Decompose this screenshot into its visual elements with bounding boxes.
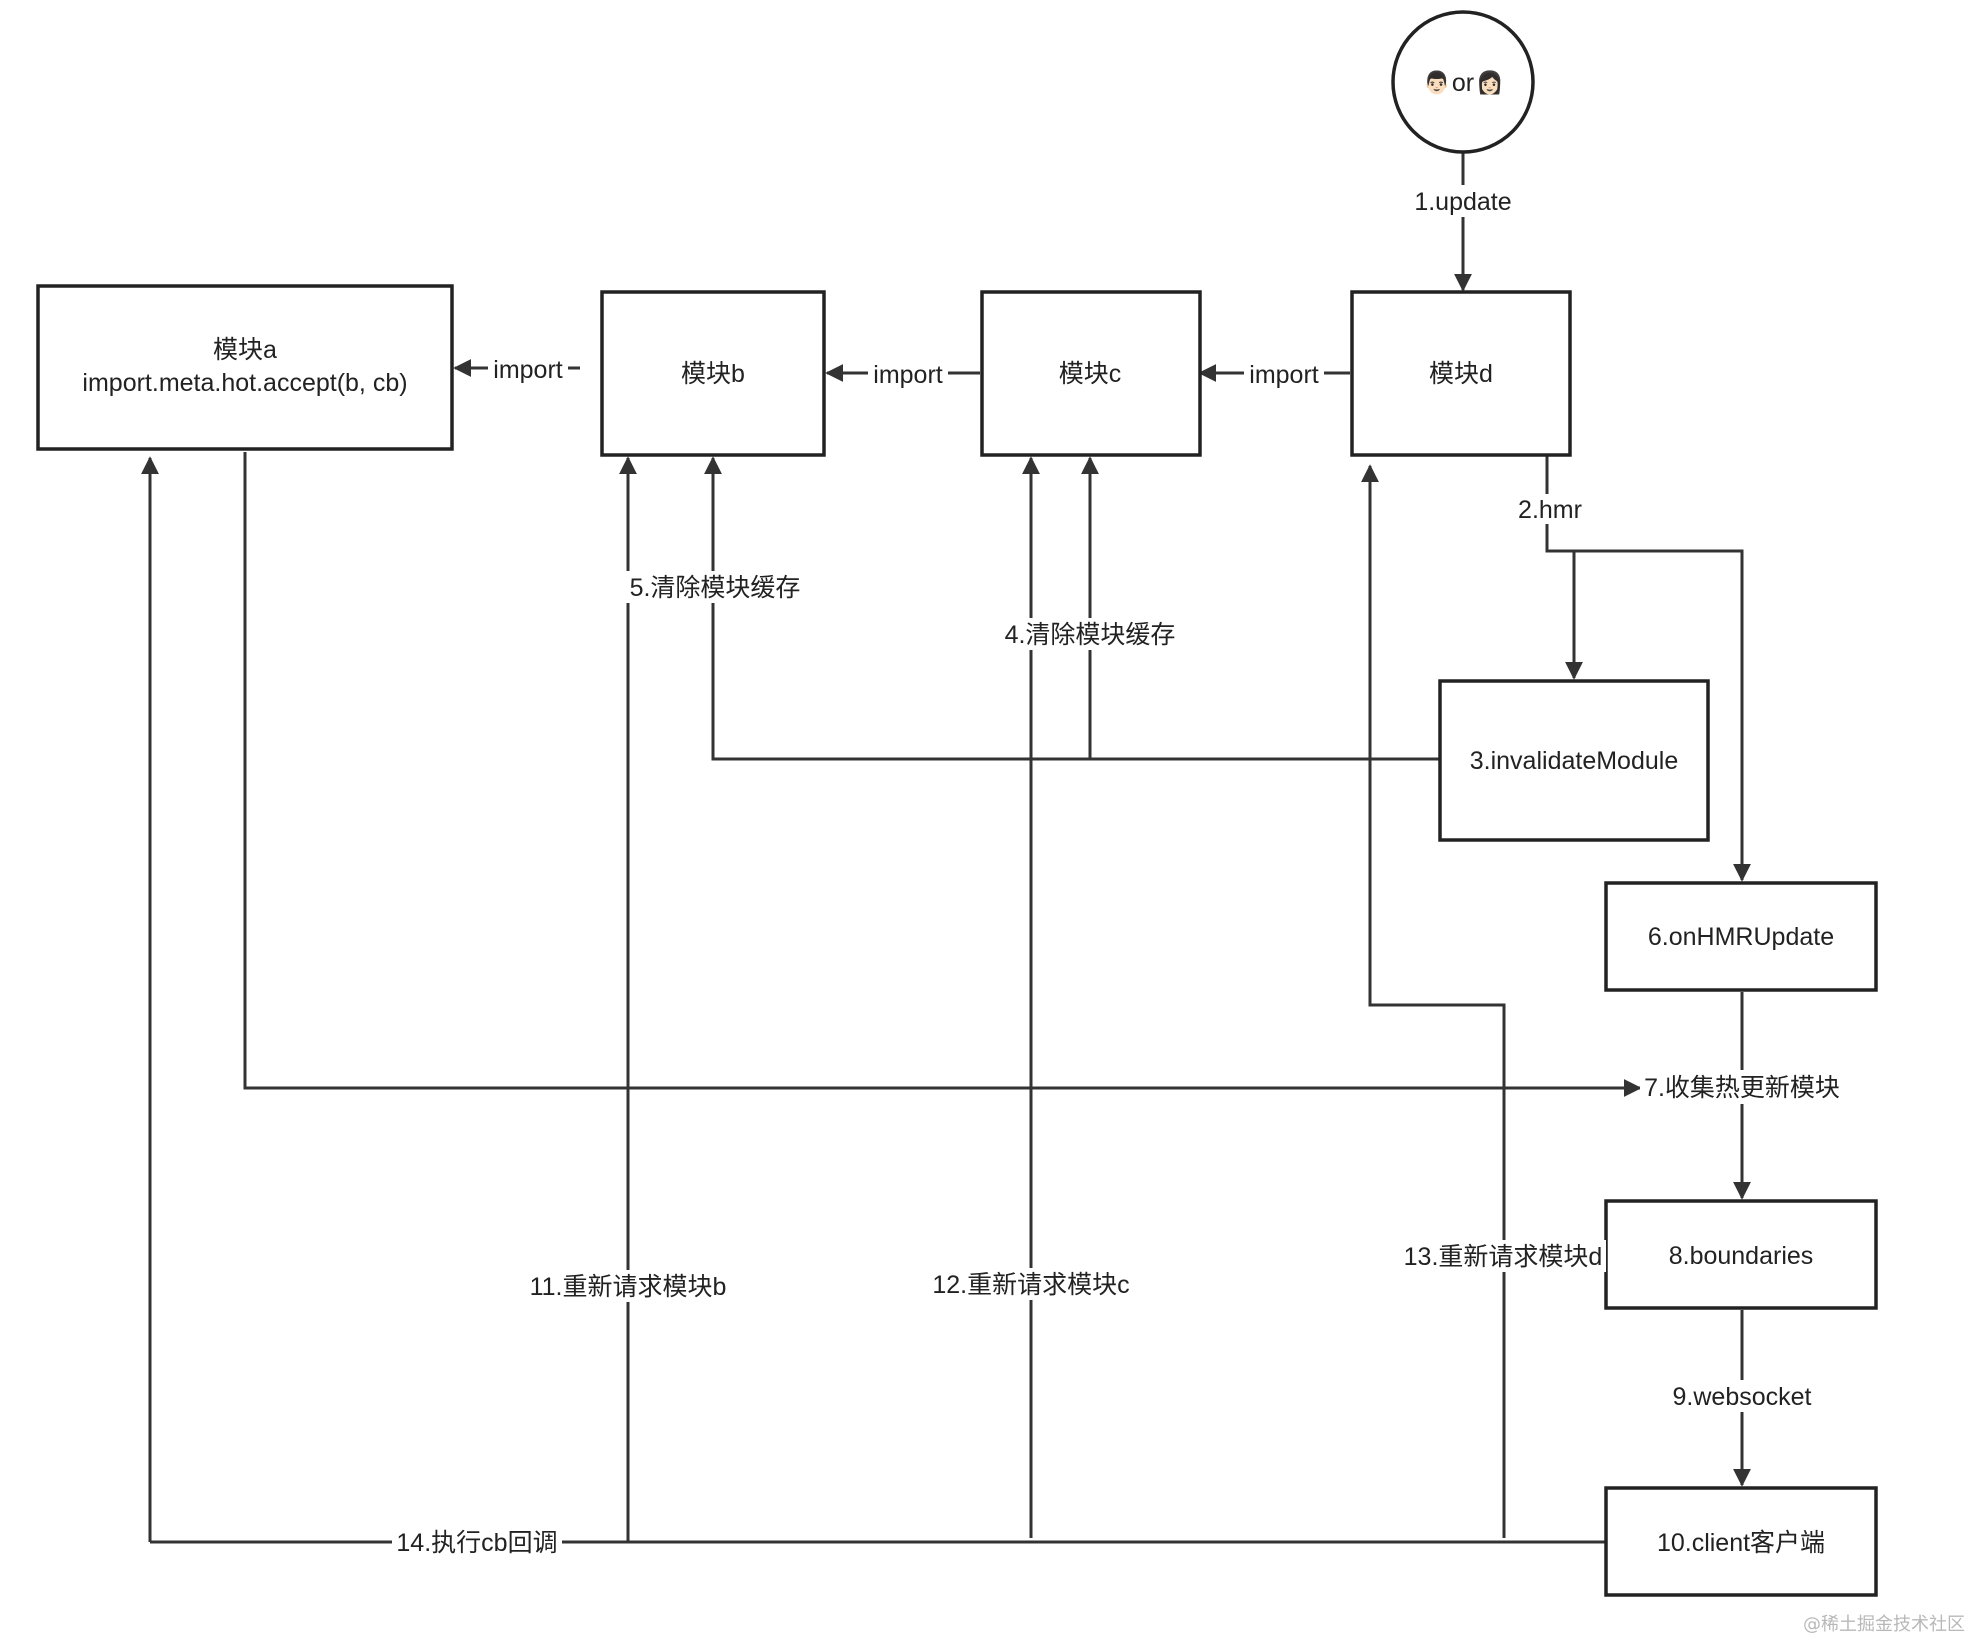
invalidate-module-label: 3.invalidateModule bbox=[1470, 747, 1678, 775]
edge-request-d bbox=[1361, 464, 1506, 1538]
edge-clear-cache-b bbox=[704, 456, 1440, 761]
module-d-node: 模块d bbox=[1350, 290, 1572, 457]
boundaries-node: 8.boundaries bbox=[1604, 1199, 1878, 1310]
boundaries-label: 8.boundaries bbox=[1669, 1242, 1814, 1270]
man-emoji-icon: 👨🏻 bbox=[1423, 70, 1450, 96]
svg-text:import: import bbox=[873, 361, 943, 389]
edge-a-to-collect bbox=[243, 452, 1642, 1097]
client-label: 10.client客户端 bbox=[1657, 1529, 1825, 1557]
svg-text:5.清除模块缓存: 5.清除模块缓存 bbox=[630, 574, 801, 602]
label-request-c: 12.重新请求模块c bbox=[927, 1268, 1135, 1300]
label-import-a-b: import bbox=[488, 353, 568, 384]
label-clear-cache-b: 5.清除模块缓存 bbox=[626, 571, 804, 603]
woman-emoji-icon: 👩🏻 bbox=[1476, 70, 1503, 96]
svg-text:11.重新请求模块b: 11.重新请求模块b bbox=[530, 1273, 727, 1301]
svg-text:14.执行cb回调: 14.执行cb回调 bbox=[396, 1529, 557, 1557]
svg-text:9.websocket: 9.websocket bbox=[1673, 1383, 1812, 1411]
label-request-d: 13.重新请求模块d bbox=[1400, 1240, 1606, 1272]
label-websocket: 9.websocket bbox=[1664, 1380, 1820, 1412]
label-import-b-c: import bbox=[868, 358, 948, 389]
svg-text:import: import bbox=[493, 356, 563, 384]
on-hmr-update-label: 6.onHMRUpdate bbox=[1648, 923, 1834, 951]
svg-text:7.收集热更新模块: 7.收集热更新模块 bbox=[1644, 1074, 1840, 1102]
module-b-node: 模块b bbox=[600, 290, 826, 457]
label-update: 1.update bbox=[1410, 185, 1516, 217]
module-b-title: 模块b bbox=[681, 360, 745, 388]
label-import-c-d: import bbox=[1244, 358, 1324, 389]
module-c-node: 模块c bbox=[980, 290, 1202, 457]
label-hmr: 2.hmr bbox=[1515, 494, 1585, 524]
svg-text:import: import bbox=[1249, 361, 1319, 389]
svg-text:2.hmr: 2.hmr bbox=[1518, 496, 1582, 524]
actor-or-label: or bbox=[1452, 69, 1474, 97]
client-node: 10.client客户端 bbox=[1604, 1486, 1878, 1597]
watermark: @稀土掘金技术社区 bbox=[1803, 1614, 1965, 1635]
invalidate-module-node: 3.invalidateModule bbox=[1438, 679, 1710, 842]
svg-text:13.重新请求模块d: 13.重新请求模块d bbox=[1404, 1243, 1603, 1271]
module-a-code: import.meta.hot.accept(b, cb) bbox=[82, 369, 407, 397]
module-c-title: 模块c bbox=[1059, 360, 1122, 388]
label-clear-cache-c: 4.清除模块缓存 bbox=[1000, 618, 1180, 650]
module-d-title: 模块d bbox=[1429, 360, 1493, 388]
svg-text:12.重新请求模块c: 12.重新请求模块c bbox=[932, 1271, 1129, 1299]
actor-node: 👨🏻 or 👩🏻 bbox=[1391, 10, 1535, 154]
svg-text:4.清除模块缓存: 4.清除模块缓存 bbox=[1005, 621, 1176, 649]
label-request-b: 11.重新请求模块b bbox=[524, 1270, 732, 1302]
svg-text:1.update: 1.update bbox=[1414, 188, 1511, 216]
label-collect: 7.收集热更新模块 bbox=[1640, 1070, 1844, 1104]
label-exec-cb: 14.执行cb回调 bbox=[392, 1526, 562, 1558]
module-a-node: 模块a import.meta.hot.accept(b, cb) bbox=[36, 284, 454, 451]
module-a-title: 模块a bbox=[213, 336, 277, 364]
on-hmr-update-node: 6.onHMRUpdate bbox=[1604, 881, 1878, 992]
